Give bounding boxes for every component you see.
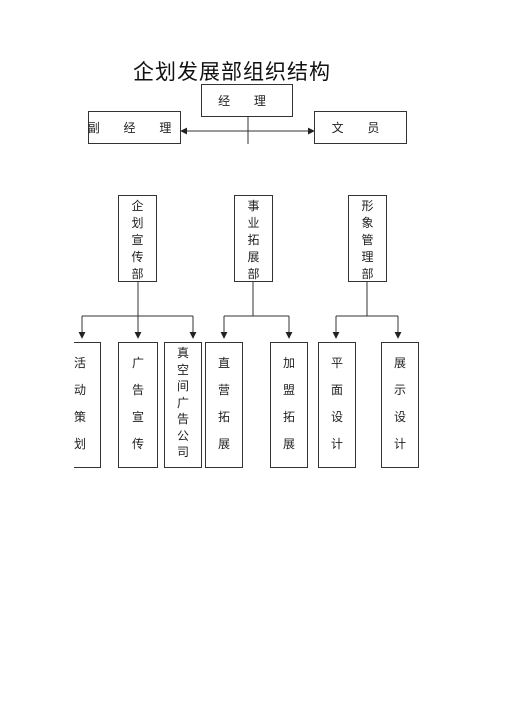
- unit-ad-company: 真 空 间 广 告 公 司: [164, 342, 202, 468]
- unit-label: 广 告 宣 传: [131, 356, 144, 451]
- unit-display-design: 展 示 设 计: [381, 342, 419, 468]
- unit-label: 展 示 设 计: [393, 356, 406, 451]
- manager-box: 经 理: [201, 84, 293, 117]
- clerk-label: 文 员: [331, 121, 390, 135]
- unit-label: 加 盟 拓 展: [282, 356, 295, 451]
- dept-planning-promotion: 企 划 宣 传 部: [118, 195, 157, 282]
- dept-label: 事 业 拓 展 部: [247, 199, 260, 281]
- unit-event-planning: 活 动 策 划: [74, 342, 101, 468]
- dept-label: 企 划 宣 传 部: [131, 199, 144, 281]
- unit-direct-expansion: 直 营 拓 展: [205, 342, 243, 468]
- unit-advertising: 广 告 宣 传: [118, 342, 158, 468]
- unit-franchise-expansion: 加 盟 拓 展: [270, 342, 308, 468]
- clerk-box: 文 员: [314, 111, 407, 144]
- deputy-manager-label: 副 经 理: [87, 121, 182, 135]
- dept-image-management: 形 象 管 理 部: [348, 195, 387, 282]
- unit-graphic-design: 平 面 设 计: [318, 342, 356, 468]
- dept-business-expansion: 事 业 拓 展 部: [234, 195, 273, 282]
- unit-label: 平 面 设 计: [330, 356, 343, 451]
- unit-label: 真 空 间 广 告 公 司: [176, 346, 189, 459]
- unit-label: 活 动 策 划: [74, 356, 87, 451]
- unit-label: 直 营 拓 展: [217, 356, 230, 451]
- deputy-manager-box: 副 经 理: [88, 111, 181, 144]
- dept-label: 形 象 管 理 部: [361, 199, 374, 281]
- diagram-title: 企划发展部组织结构: [133, 60, 331, 84]
- manager-label: 经 理: [218, 94, 276, 108]
